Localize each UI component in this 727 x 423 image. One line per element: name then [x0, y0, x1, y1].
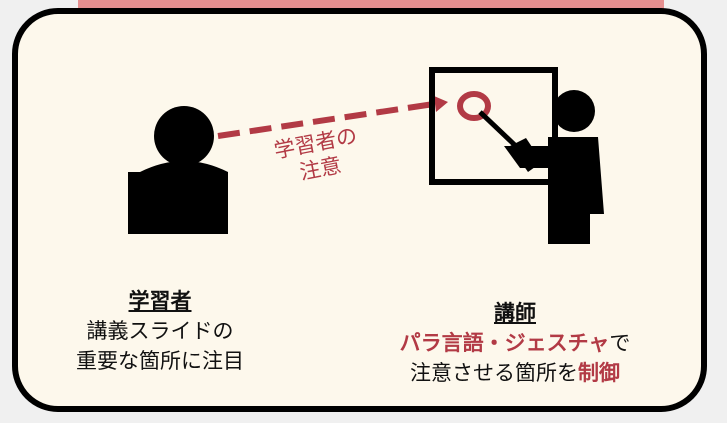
- learner-line2: 重要な箇所に注目: [76, 349, 244, 373]
- instructor-line2: 注意させる箇所を制御: [370, 358, 660, 388]
- instructor-line1-rest: で: [609, 331, 631, 355]
- learner-title: 学習者: [128, 289, 192, 313]
- learner-line1: 講義スライドの: [86, 319, 234, 343]
- instructor-caption: 講師 パラ言語・ジェスチャで 注意させる箇所を制御: [370, 298, 660, 388]
- instructor-line2-rest: 注意させる箇所を: [410, 361, 578, 385]
- instructor-line2-accent: 制御: [578, 361, 620, 385]
- attention-arrow: [217, 96, 448, 139]
- instructor-title: 講師: [494, 301, 536, 325]
- learner-caption: 学習者 講義スライドの 重要な箇所に注目: [46, 286, 274, 376]
- instructor-line1-accent: パラ言語・ジェスチャ: [399, 331, 610, 355]
- instructor-line1: パラ言語・ジェスチャで: [370, 328, 660, 358]
- focus-ring-icon: [457, 91, 491, 121]
- learner-figure-icon: [128, 106, 228, 234]
- instructor-figure-icon: [478, 90, 604, 244]
- whiteboard-icon: [429, 67, 558, 185]
